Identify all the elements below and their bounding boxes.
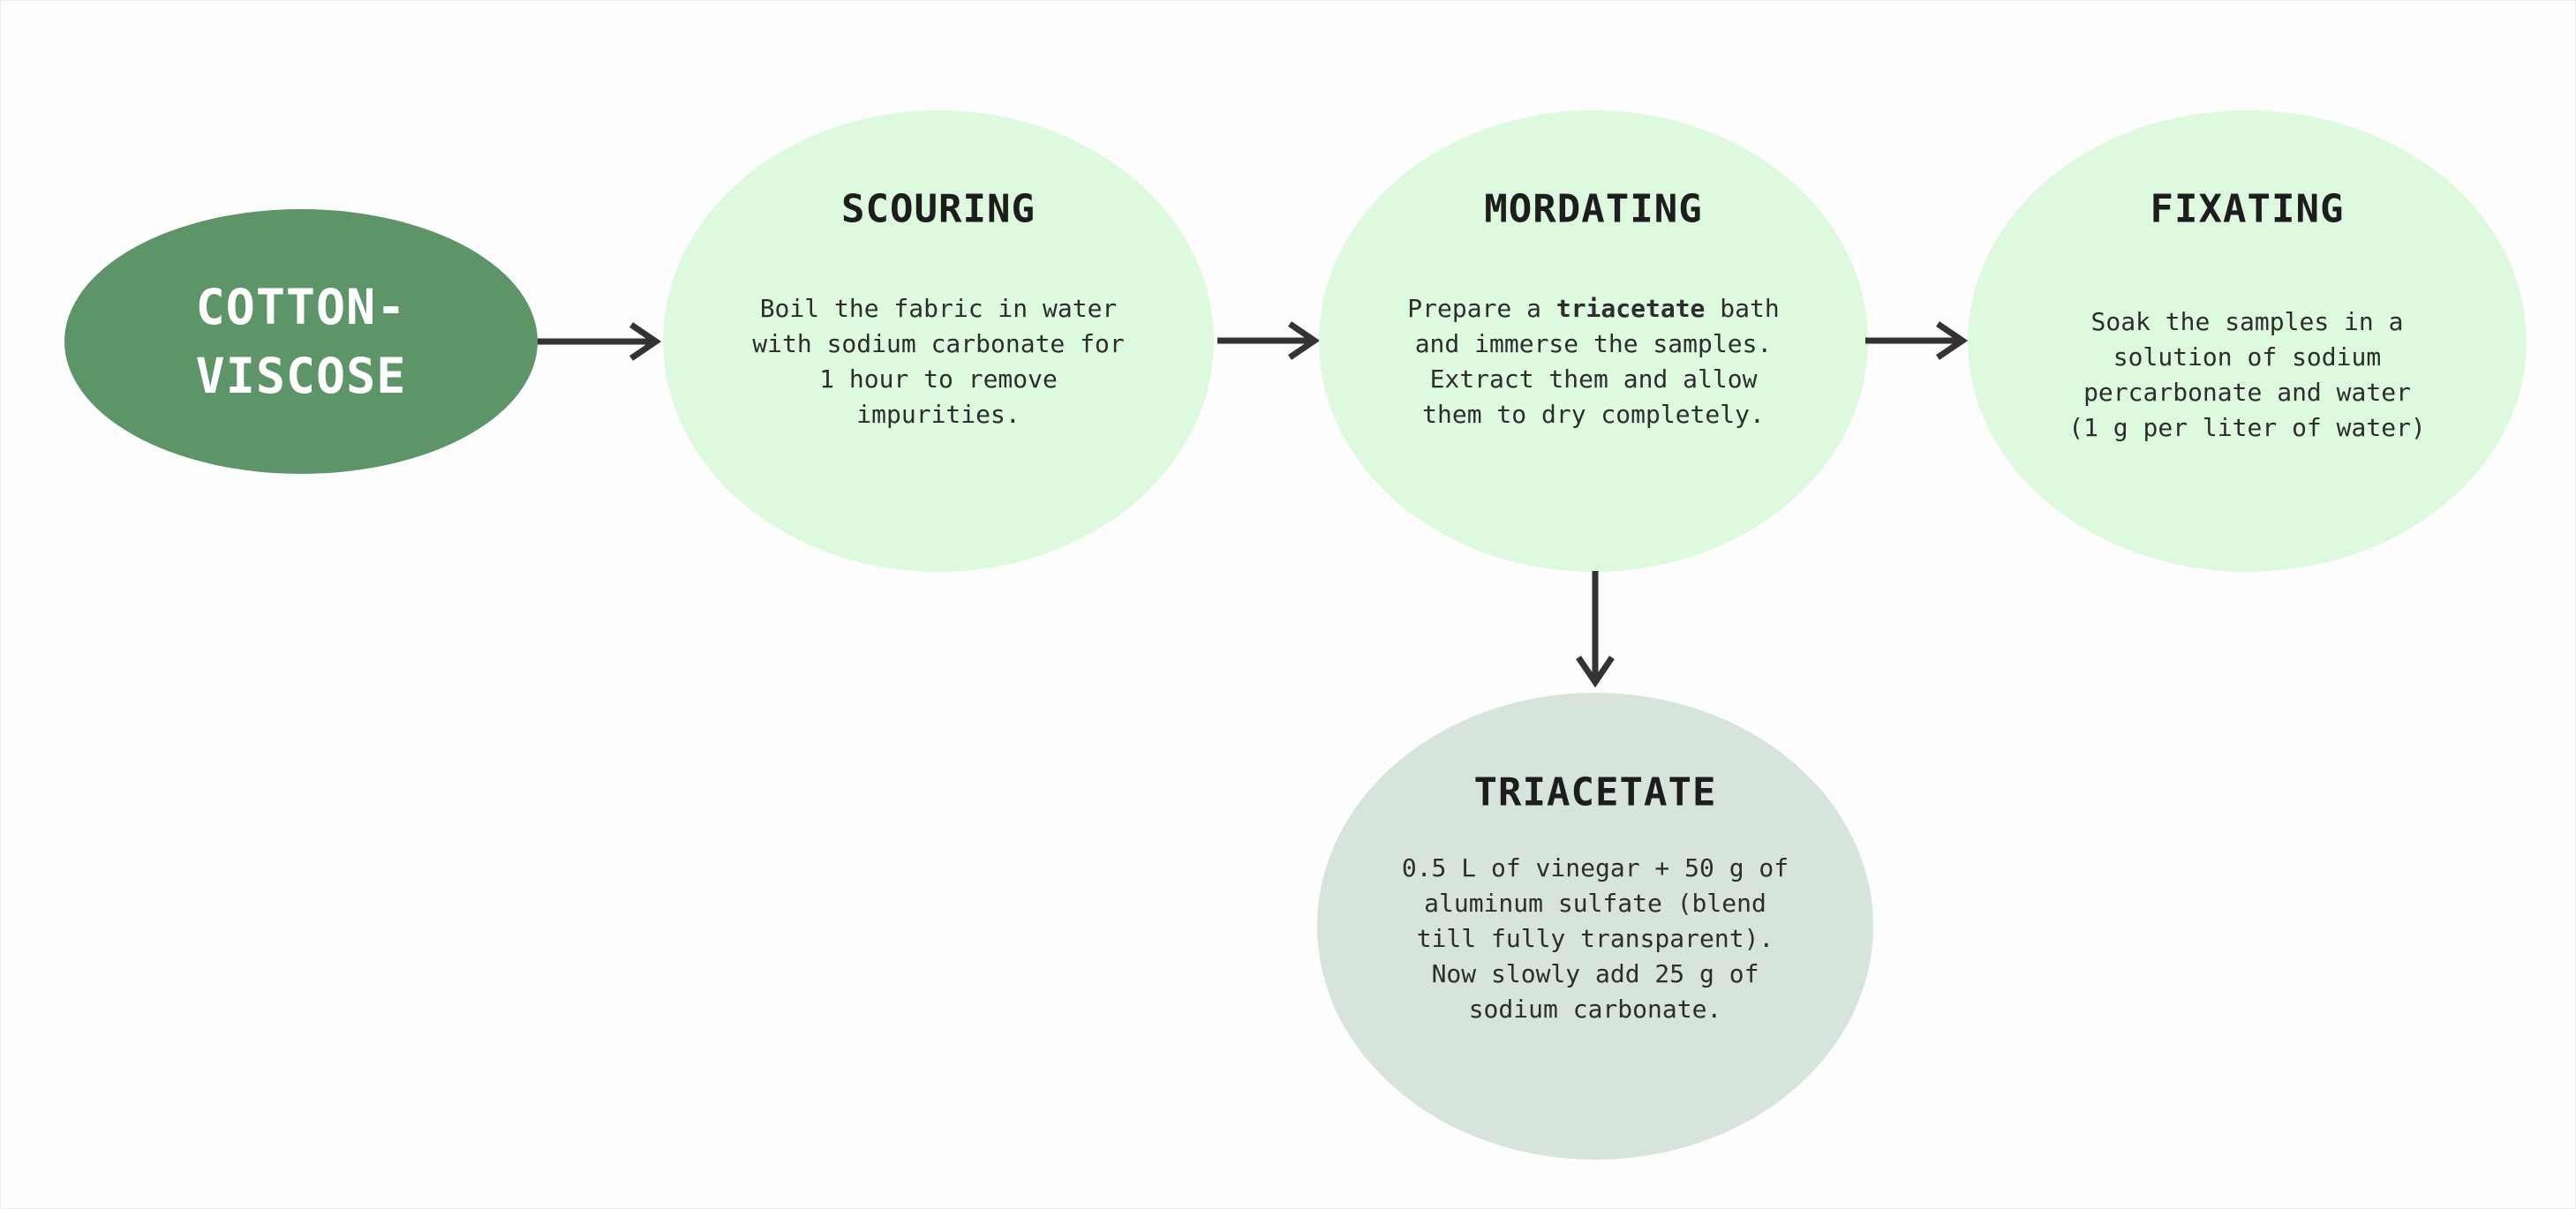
body-line: 0.5 L of vinegar + 50 g of bbox=[1401, 853, 1789, 883]
body-line-suffix: bath bbox=[1705, 294, 1780, 324]
body-line-bold-term: triacetate bbox=[1555, 294, 1706, 324]
node-cotton-viscose: COTTON- VISCOSE bbox=[64, 209, 538, 474]
body-line: solution of sodium bbox=[2113, 342, 2382, 372]
node-scouring: SCOURING Boil the fabric in water with s… bbox=[663, 110, 1214, 572]
node-triacetate: TRIACETATE 0.5 L of vinegar + 50 g of al… bbox=[1317, 693, 1873, 1160]
node-triacetate-body: 0.5 L of vinegar + 50 g of aluminum sulf… bbox=[1317, 851, 1873, 1027]
body-line: them to dry completely. bbox=[1422, 400, 1765, 430]
node-fixating-title: FIXATING bbox=[2150, 186, 2345, 232]
body-line: Boil the fabric in water bbox=[759, 294, 1118, 324]
arrow-right-icon bbox=[1217, 321, 1320, 360]
body-line: with sodium carbonate for bbox=[752, 329, 1125, 359]
node-cotton-viscose-label-line2: VISCOSE bbox=[195, 348, 407, 404]
node-scouring-title: SCOURING bbox=[841, 186, 1036, 232]
body-line: Prepare a triacetate bath bbox=[1319, 291, 1868, 327]
body-line: impurities. bbox=[856, 400, 1021, 430]
node-fixating: FIXATING Soak the samples in a solution … bbox=[1968, 110, 2527, 572]
body-line: percarbonate and water bbox=[2083, 378, 2411, 408]
arrow-right-icon bbox=[1865, 321, 1968, 360]
body-line-prefix: Prepare a bbox=[1407, 294, 1556, 324]
node-triacetate-title: TRIACETATE bbox=[1473, 770, 1717, 815]
body-line: Soak the samples in a bbox=[2090, 307, 2404, 337]
node-cotton-viscose-label: COTTON- VISCOSE bbox=[196, 273, 407, 410]
body-line: (1 g per liter of water) bbox=[2068, 413, 2426, 443]
node-scouring-body: Boil the fabric in water with sodium car… bbox=[663, 291, 1214, 432]
body-line: and immerse the samples. bbox=[1414, 329, 1773, 359]
body-line: Now slowly add 25 g of bbox=[1431, 959, 1759, 989]
body-line: sodium carbonate. bbox=[1468, 995, 1722, 1025]
node-fixating-body: Soak the samples in a solution of sodium… bbox=[1968, 304, 2527, 446]
body-line: 1 hour to remove bbox=[819, 364, 1058, 394]
node-mordating-title: MORDATING bbox=[1484, 186, 1703, 232]
node-mordating: MORDATING Prepare a triacetate bath and … bbox=[1319, 110, 1868, 572]
arrow-right-icon bbox=[538, 322, 661, 361]
body-line: till fully transparent). bbox=[1416, 924, 1774, 954]
node-cotton-viscose-label-line1: COTTON- bbox=[195, 279, 407, 335]
body-line: aluminum sulfate (blend bbox=[1424, 889, 1766, 919]
body-line: Extract them and allow bbox=[1429, 364, 1758, 394]
arrow-down-icon bbox=[1576, 571, 1615, 687]
node-mordating-body: Prepare a triacetate bath and immerse th… bbox=[1319, 291, 1868, 432]
